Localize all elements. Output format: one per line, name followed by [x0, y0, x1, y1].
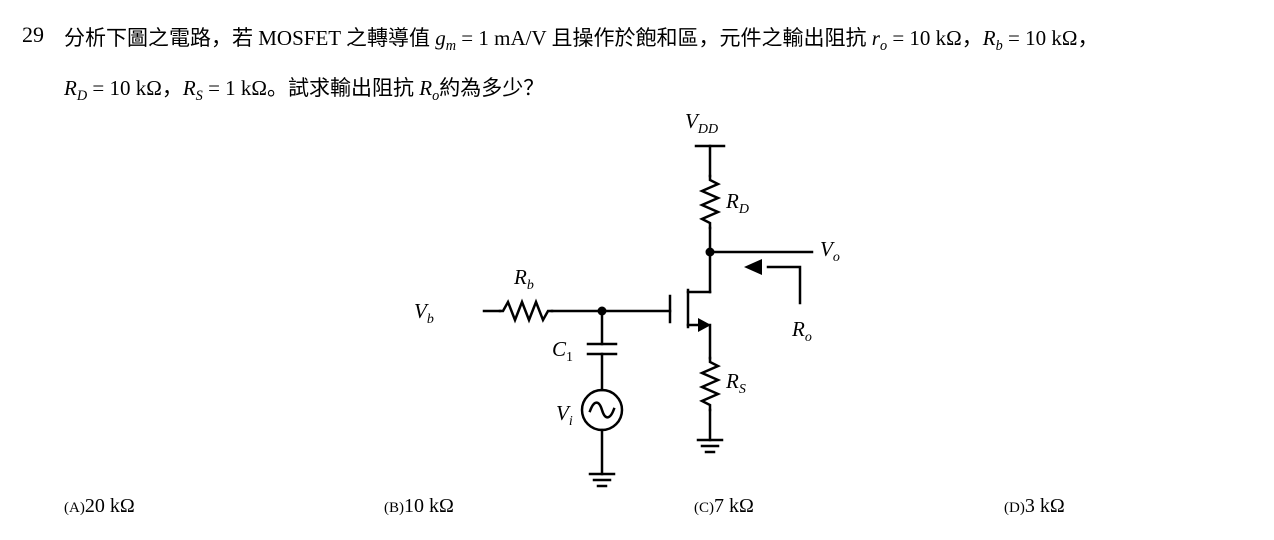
option-text: 10 kΩ — [404, 495, 454, 517]
label-ro: Ro — [791, 317, 812, 345]
vi-sine — [588, 401, 616, 419]
option-key: (A) — [64, 500, 85, 516]
question-text: 約為多少？ — [439, 76, 545, 100]
option-key: (D) — [1004, 500, 1025, 516]
junction-dot-gate — [597, 306, 607, 316]
question-text-line-2: RD = 10 kΩ，RS = 1 kΩ。試求輸出阻抗 Ro約為多少？ — [64, 72, 544, 105]
rb-symbol: Rb — [982, 26, 1003, 55]
option-text: 20 kΩ — [84, 495, 135, 517]
question-number: 29 — [22, 22, 44, 47]
junction-dot-drain — [705, 247, 715, 257]
ro-arrow-line — [766, 265, 802, 305]
gm-symbol: gm — [435, 26, 457, 55]
option-c[interactable]: (C)7 kΩ — [694, 495, 754, 518]
rs-resistor — [698, 356, 722, 412]
rs-symbol: RS — [182, 76, 203, 105]
label-rb: Rb — [513, 265, 534, 293]
label-rd: RD — [725, 189, 749, 217]
ro-symbol: ro — [871, 26, 888, 55]
option-key: (C) — [694, 500, 714, 516]
option-b[interactable]: (B)10 kΩ — [384, 495, 454, 518]
label-vb: Vb — [414, 299, 434, 327]
label-vi: Vi — [556, 401, 573, 429]
option-a[interactable]: (A)20 kΩ — [64, 495, 135, 518]
mosfet-source-arrow — [698, 318, 711, 332]
label-rs: RS — [725, 369, 746, 397]
ro-arrowhead — [744, 259, 762, 275]
question-text: 分析下圖之電路，若 MOSFET 之轉導值 — [64, 26, 430, 50]
rb-resistor — [498, 298, 554, 324]
option-key: (B) — [384, 500, 404, 516]
question-text: = 10 kΩ， — [892, 26, 983, 50]
rd-resistor — [698, 174, 722, 230]
rd-symbol: RD — [64, 76, 88, 105]
label-vdd: VDD — [685, 109, 718, 137]
question-text-line-1: 分析下圖之電路，若 MOSFET 之轉導值 gm = 1 mA/V 且操作於飽和… — [64, 22, 1098, 55]
label-vo: Vo — [820, 237, 840, 265]
question-text: = 1 mA/V 且操作於飽和區，元件之輸出阻抗 — [461, 26, 867, 50]
label-c1: C1 — [552, 337, 573, 365]
option-d[interactable]: (D)3 kΩ — [1004, 495, 1065, 518]
option-text: 3 kΩ — [1024, 495, 1065, 517]
Ro-symbol: Ro — [419, 76, 440, 105]
option-text: 7 kΩ — [714, 495, 754, 517]
question-text: = 10 kΩ， — [1008, 26, 1099, 50]
question-text: = 10 kΩ， — [92, 76, 183, 100]
question-text: = 1 kΩ。試求輸出阻抗 — [208, 76, 415, 100]
